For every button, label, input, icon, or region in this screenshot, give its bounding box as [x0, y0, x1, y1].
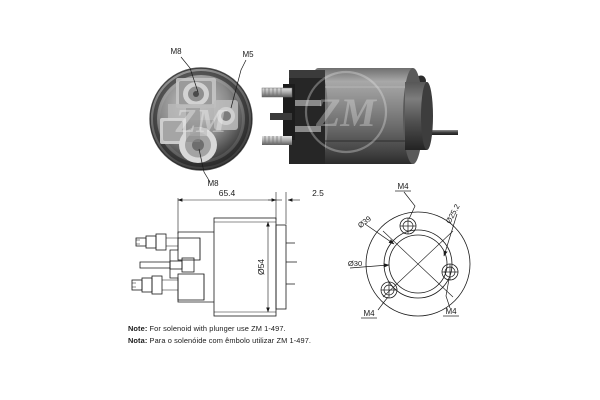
callout-m8-bottom: M8 [207, 179, 219, 188]
svg-text:ZM: ZM [175, 103, 229, 140]
callout-m4-bottom-right: M4 [443, 307, 459, 317]
side-view-dimension-lines [177, 192, 300, 313]
zm-watermark-side: ZM [304, 70, 388, 154]
note-label-pt: Nota: [128, 336, 148, 345]
svg-text:M4: M4 [397, 182, 409, 191]
end-view-leaders [349, 191, 458, 311]
dimension-overall-length: 65.4 [219, 188, 236, 198]
dimension-inner-bore: Ø30 [348, 259, 362, 268]
callout-m5: M5 [242, 50, 254, 59]
note-line-pt: Nota: Para o solenóide com êmbolo utiliz… [128, 335, 548, 347]
note-text-pt: Para o solenóide com êmbolo utilizar ZM … [147, 336, 312, 345]
callout-m8-top: M8 [170, 47, 182, 56]
notes-block: Note: For solenoid with plunger use ZM 1… [128, 323, 548, 347]
solenoid-side-elevation [131, 217, 297, 317]
solenoid-side-photo: ZM [261, 68, 458, 164]
dimension-flange-thickness: 2.5 [312, 188, 324, 198]
thread-hole-bottom-right [441, 263, 459, 281]
solenoid-front-face-photo: ZM [149, 67, 253, 171]
front-view-callouts [180, 56, 247, 183]
svg-text:M4: M4 [445, 307, 457, 316]
thread-hole-top [399, 217, 417, 235]
note-label-en: Note: [128, 324, 148, 333]
note-line-en: Note: For solenoid with plunger use ZM 1… [128, 323, 548, 335]
callout-m4-top: M4 [395, 182, 411, 192]
dimension-body-diameter: Ø54 [256, 259, 266, 275]
end-face-thread-holes [380, 217, 459, 299]
callout-m4-bottom-left: M4 [361, 309, 377, 319]
dimension-plunger-bore: Ø25.2 [444, 203, 462, 225]
svg-text:M4: M4 [363, 309, 375, 318]
note-text-en: For solenoid with plunger use ZM 1-497. [147, 324, 286, 333]
zm-watermark: ZM [175, 103, 229, 140]
svg-text:ZM: ZM [315, 90, 377, 135]
solenoid-end-face [365, 211, 471, 317]
thread-hole-bottom-left [380, 281, 398, 299]
